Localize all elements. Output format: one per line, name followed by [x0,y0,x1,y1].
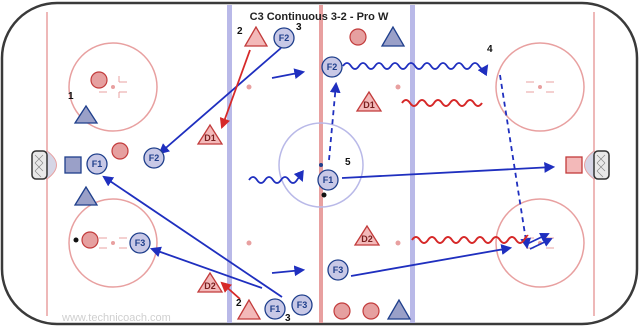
svg-text:F2: F2 [327,62,338,72]
puck-pile-left-mid [111,142,129,160]
skate-arrow-to-f3-mid [271,265,306,277]
player-f3-left: F3 [129,232,151,254]
faceoff-dot-tl [111,85,115,89]
double-arrow-bottom-right-b [529,237,553,250]
svg-text:D1: D1 [204,133,216,143]
defender-d1-left: D1 [196,123,224,145]
goalie-left [64,156,82,174]
blue-line-right [410,5,415,323]
player-f3-mid: F3 [327,259,349,281]
neutral-dot-tr [395,84,401,90]
puck-pile-bottom-1 [333,302,351,320]
faceoff-circle-bottom-right [495,198,585,288]
puck-pile-left-top [90,71,108,89]
svg-text:F2: F2 [279,33,290,43]
cone-bottom-center-left [236,298,262,320]
step-number-3-top: 3 [296,22,302,33]
double-arrow-bottom-right-a [526,232,550,245]
puck-pile-top [349,28,367,46]
neutral-dot-br [395,240,401,246]
puck-carry-wave-top [342,62,489,77]
player-f1-goal: F1 [86,153,108,175]
puck-pile-left-bottom [81,231,99,249]
svg-text:F3: F3 [333,265,344,275]
player-f3-bottom: F3 [291,294,313,316]
defender-d2-center: D2 [353,224,381,246]
defender-d2-left: D2 [196,271,224,293]
step-number-1: 1 [68,91,74,102]
cone-left-top [73,104,99,124]
player-f1-center: F1 [317,169,339,191]
pass-arrow-f3-bottom-to-f3-mid [149,246,263,289]
puck-dot-center [321,192,327,198]
puck-carry-wave-center [248,169,304,184]
faceoff-dot-bl [111,241,115,245]
step-number-4: 4 [487,44,493,55]
cone-bottom-center-right [386,298,412,320]
puck-dot-left [73,237,79,243]
watermark: www.technicoach.com [61,312,171,324]
faceoff-dot-tr [538,85,542,89]
skate-arrow-f3-to-right [350,244,513,277]
player-f2-right: F2 [321,56,343,78]
neutral-dot-tl [246,84,252,90]
shot-arrow-center-to-right [341,162,556,179]
defender-wave-bottom [411,234,529,244]
skate-arrow-to-f2-right [271,68,306,79]
step-number-2-bottom: 2 [236,298,242,309]
svg-text:D1: D1 [363,100,375,110]
step-number-2-top: 2 [237,26,243,37]
faceoff-circle-top-right [495,42,585,132]
cone-left-bottom [73,185,99,206]
step-number-3-bottom: 3 [285,313,291,324]
pass-arrow-bottom-to-f1-goal [102,175,283,298]
neutral-dot-bl [246,240,252,246]
defender-d1-right: D1 [355,90,383,112]
dashed-arrow-right-down [499,74,531,250]
blue-line-left [227,5,232,323]
defender-arrow-d2 [220,281,241,300]
center-dot [319,163,323,167]
goal-crease-left [46,150,57,180]
defender-arrow-d1 [219,49,251,130]
dashed-arrow-center-up [328,81,341,161]
svg-text:D2: D2 [361,234,373,244]
player-f2-mid: F2 [143,147,165,169]
player-f2-top: F2 [273,27,295,49]
faceoff-circle-bottom-left [68,198,158,288]
goal-net-left [31,150,48,180]
svg-text:F1: F1 [92,159,103,169]
diagram-title: C3 Continuous 3-2 - Pro W [250,11,389,23]
svg-text:F1: F1 [323,175,334,185]
svg-text:D2: D2 [204,281,216,291]
goal-net-right [593,150,610,180]
defender-wave-top [401,99,483,107]
goal-crease-right [584,150,595,180]
svg-text:F3: F3 [135,238,146,248]
faceoff-circle-top-left [68,42,158,132]
cone-top-center-right [380,25,406,47]
goalie-right [565,156,583,174]
step-number-5: 5 [345,157,351,168]
pass-arrow-f2-top-to-f2-mid [158,47,282,155]
svg-text:F3: F3 [297,300,308,310]
center-circle [278,122,364,208]
svg-text:F1: F1 [270,304,281,314]
player-f1-bottom: F1 [264,298,286,320]
cone-top-center-left [243,25,269,47]
svg-text:F2: F2 [149,153,160,163]
puck-pile-bottom-2 [362,302,380,320]
